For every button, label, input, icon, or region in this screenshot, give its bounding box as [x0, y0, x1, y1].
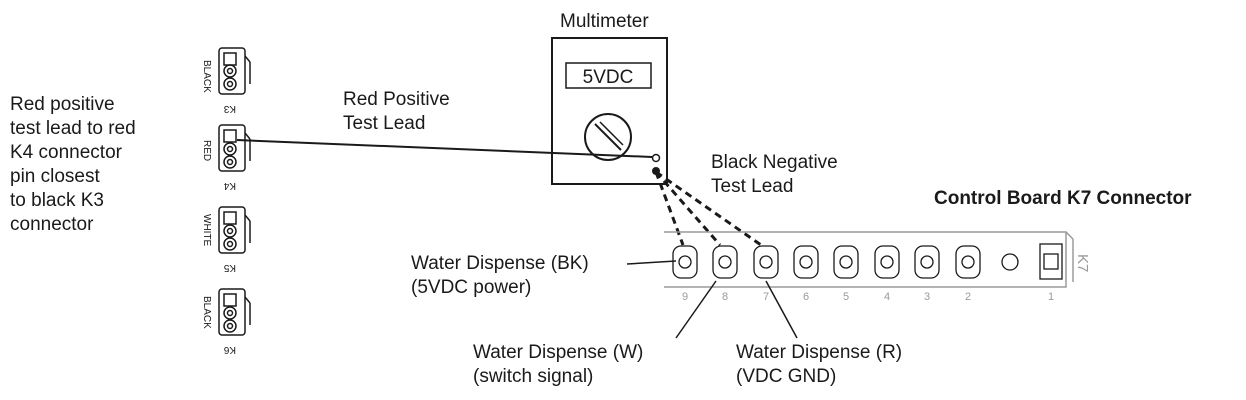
k7-pin-number: 7 — [763, 291, 769, 303]
k7-pin-number: 5 — [843, 291, 849, 303]
k7-pin-2 — [955, 245, 981, 279]
callout-line-bk — [626, 260, 677, 265]
connector-k6-id: K6 — [223, 344, 236, 355]
k7-pin-number: 9 — [682, 291, 688, 303]
callout-lines — [626, 260, 798, 339]
multimeter-body — [551, 37, 668, 185]
red-lead-label: Red Positive Test Lead — [343, 89, 450, 134]
k7-pin-8 — [712, 245, 738, 279]
callout-line-r — [765, 280, 798, 339]
connector-k5 — [218, 206, 251, 254]
wire-label-bk: Water Dispense (BK) (5VDC power) — [411, 253, 589, 298]
connector-k6-color: BLACK — [201, 296, 212, 329]
connector-k3-id: K3 — [223, 103, 236, 114]
k7-pin-4 — [874, 245, 900, 279]
k7-pin-number: 2 — [965, 291, 971, 303]
k7-pin-7 — [753, 245, 779, 279]
k7-pin-number: 3 — [924, 291, 930, 303]
connector-markings: BLACK K3 RED K4 WHITE K5 BLACK K6 — [201, 60, 236, 355]
connector-k6 — [218, 288, 251, 336]
k7-pin-5 — [833, 245, 859, 279]
k7-pin-number: 6 — [803, 291, 809, 303]
k7-pin-3 — [914, 245, 940, 279]
connector-k4-id: K4 — [223, 180, 236, 191]
multimeter: 5VDC — [551, 37, 668, 185]
connector-k3 — [218, 47, 251, 95]
k7-pin-number: 8 — [722, 291, 728, 303]
connector-k4-color: RED — [201, 140, 212, 161]
k7-pin-number: 4 — [884, 291, 890, 303]
connector-k5-color: WHITE — [201, 214, 212, 247]
side-connectors — [218, 47, 251, 336]
multimeter-red-jack — [651, 153, 661, 163]
connector-k5-id: K5 — [223, 262, 236, 273]
red-test-lead — [236, 139, 653, 158]
board-title: Control Board K7 Connector — [934, 188, 1192, 209]
k7-pin-6 — [793, 245, 819, 279]
k7-empty-position — [1001, 253, 1019, 271]
multimeter-dial — [584, 113, 632, 161]
instruction-text: Red positive test lead to red K4 connect… — [10, 94, 136, 235]
multimeter-display — [565, 62, 652, 89]
multimeter-display-value: 5VDC — [583, 67, 634, 88]
k7-connector: 9 8 7 6 5 4 3 2 1 K7 — [664, 231, 1091, 303]
k7-pin-number: 1 — [1048, 291, 1054, 303]
wire-label-w: Water Dispense (W) (switch signal) — [473, 342, 644, 387]
black-lead-label: Black Negative Test Lead — [711, 152, 838, 197]
wire-label-r: Water Dispense (R) (VDC GND) — [736, 342, 903, 387]
k7-pin-numbers: 9 8 7 6 5 4 3 2 1 — [682, 291, 1054, 303]
k7-pin-1 — [1039, 243, 1063, 280]
k7-board-outline — [664, 231, 1067, 288]
connector-k4 — [218, 124, 251, 172]
connector-k3-color: BLACK — [201, 60, 212, 93]
k7-connector-id: K7 — [1074, 254, 1091, 272]
multimeter-title: Multimeter — [560, 11, 649, 32]
black-test-leads — [654, 170, 762, 247]
callout-line-w — [675, 280, 717, 339]
k7-pin-9 — [672, 245, 698, 279]
